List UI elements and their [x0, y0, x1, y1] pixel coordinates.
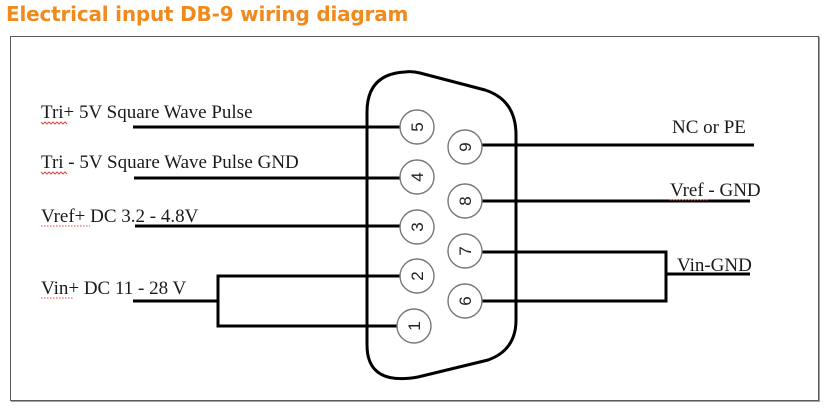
- pin-4: 4: [399, 159, 435, 195]
- pin-6: 6: [447, 283, 483, 319]
- pin-7-number: 7: [456, 246, 475, 255]
- pin-5-number: 5: [408, 122, 427, 131]
- label-vin-gnd: Vin-GND: [677, 255, 752, 276]
- pin-8: 8: [447, 183, 483, 219]
- pin-7: 7: [447, 233, 483, 269]
- pin-6-number: 6: [456, 296, 475, 305]
- pin-9-number: 9: [456, 142, 475, 151]
- label-vref-plus: Vref+ DC 3.2 - 4.8V: [41, 206, 199, 227]
- db9-connector-shell: [365, 70, 518, 381]
- label-tri-minus: Tri - 5V Square Wave Pulse GND: [41, 152, 299, 173]
- wire-pin7-6-bracket: [482, 250, 668, 303]
- pin-9: 9: [447, 129, 483, 165]
- wire-pin2-bracket: [216, 274, 400, 328]
- pin-2-number: 2: [408, 271, 427, 280]
- pin-3-number: 3: [408, 222, 427, 231]
- pin-3: 3: [399, 209, 435, 245]
- pin-1: 1: [396, 308, 432, 344]
- label-nc-pe: NC or PE: [672, 117, 746, 138]
- pin-8-number: 8: [456, 196, 475, 205]
- pin-2: 2: [399, 258, 435, 294]
- pin-1-number: 1: [405, 321, 424, 330]
- spellcheck-underline-tri-minus: [40, 171, 68, 175]
- spellcheck-underline-tri-plus: [40, 121, 68, 125]
- label-vref-minus: Vref - GND: [670, 180, 761, 201]
- pin-4-number: 4: [408, 172, 427, 181]
- label-vin-plus: Vin+ DC 11 - 28 V: [41, 278, 186, 299]
- diagram-title: Electrical input DB-9 wiring diagram: [6, 2, 409, 26]
- label-tri-plus: Tri+ 5V Square Wave Pulse: [41, 102, 253, 123]
- pin-5: 5: [399, 109, 435, 145]
